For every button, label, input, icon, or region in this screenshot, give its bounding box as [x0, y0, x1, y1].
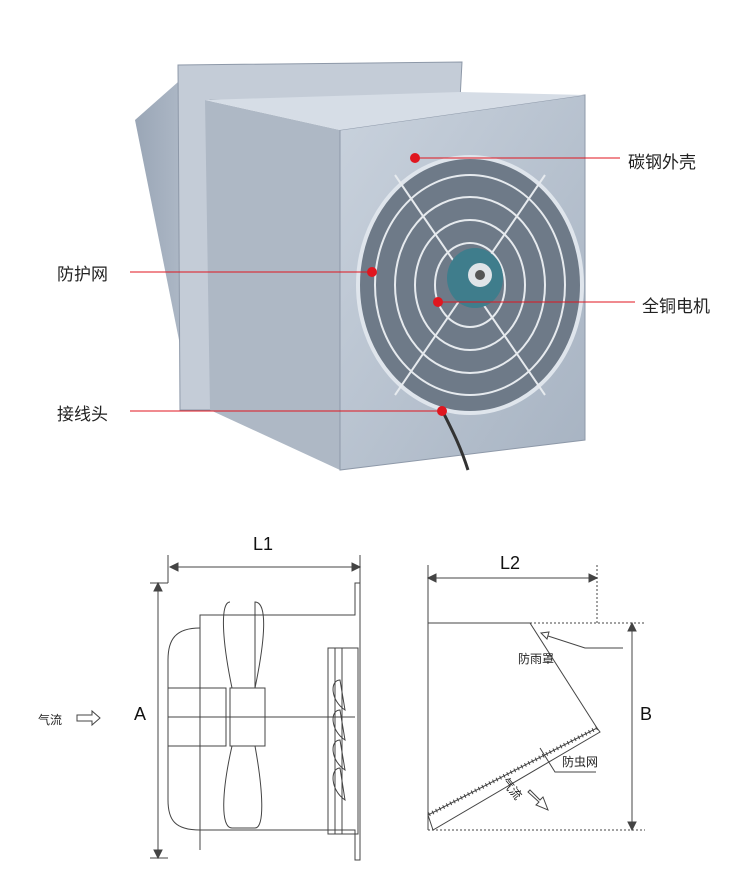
- hood-view-diagram: [426, 565, 645, 832]
- dimension-b: B: [640, 704, 653, 724]
- side-view-diagram: [76, 555, 362, 861]
- fan-product-photo: [135, 61, 586, 471]
- callout-wire-connector: 接线头: [57, 405, 108, 425]
- callout-dot: [433, 297, 443, 307]
- callout-carbon-steel-housing: 碳钢外壳: [628, 153, 696, 173]
- callout-lines: [130, 157, 635, 412]
- callout-protective-grille: 防护网: [57, 265, 108, 285]
- callout-dot: [410, 153, 420, 163]
- callout-dot: [437, 406, 447, 416]
- insect-screen-label: 防虫网: [562, 755, 599, 769]
- wiring-cable: [440, 409, 470, 471]
- side-panel: [205, 100, 340, 470]
- callout-copper-motor: 全铜电机: [642, 297, 710, 317]
- rain-hood-label: 防雨罩: [518, 652, 555, 666]
- protective-grille: [374, 174, 566, 396]
- airflow-label-side: 气流: [38, 713, 63, 727]
- dimension-l2: L2: [500, 553, 521, 573]
- callout-dot: [367, 267, 377, 277]
- top-panel: [205, 92, 585, 130]
- dimension-a: A: [134, 704, 147, 724]
- dimension-l1: L1: [253, 534, 274, 554]
